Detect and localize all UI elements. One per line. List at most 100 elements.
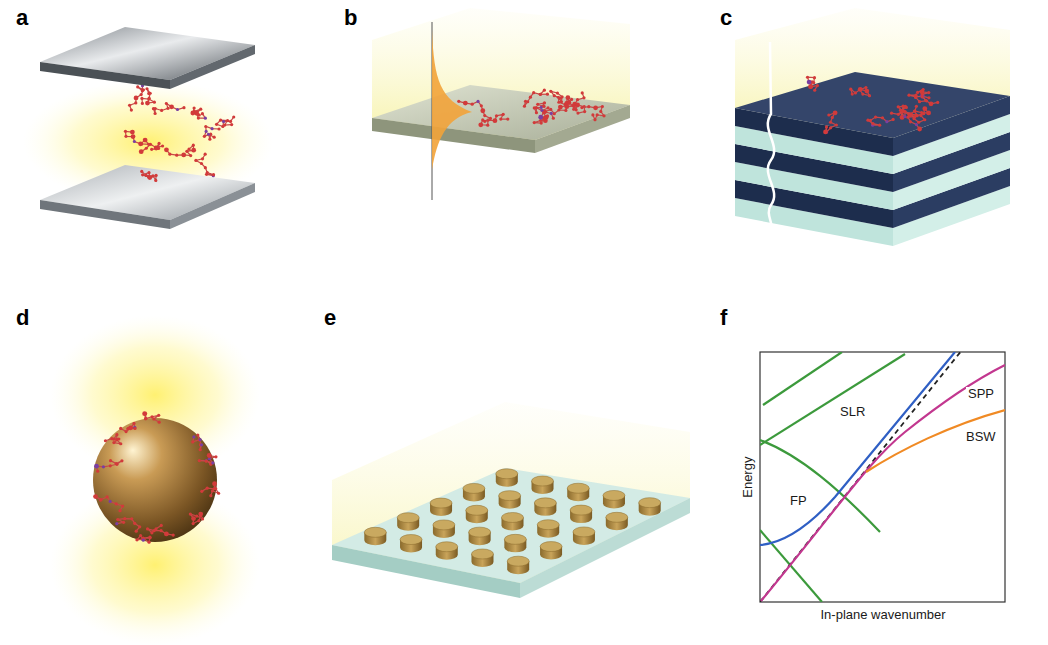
molecule-atom <box>147 171 150 174</box>
molecule-atom <box>143 138 148 143</box>
molecule-atom <box>915 105 918 108</box>
molecule-bond <box>481 114 508 125</box>
molecule-atom <box>546 106 549 109</box>
molecule-atom <box>100 498 103 501</box>
molecule-atom <box>230 123 233 126</box>
molecule-atom <box>829 126 832 129</box>
molecule-atom <box>808 84 813 89</box>
molecule-atom <box>116 518 119 521</box>
molecule-bond <box>808 77 818 90</box>
disk-top <box>499 491 521 501</box>
molecule-bond <box>545 105 567 118</box>
axis-label: Energy <box>741 449 755 505</box>
molecule-atom <box>565 95 570 100</box>
molecule-atom <box>117 437 120 440</box>
molecule-atom <box>226 119 229 122</box>
molecule-atom <box>194 159 197 162</box>
molecule-atom <box>158 421 161 424</box>
molecule-bond <box>142 171 156 180</box>
molecule-atom <box>200 162 203 165</box>
molecule-atom <box>94 464 99 469</box>
panel-letter: c <box>720 6 732 30</box>
molecule-atom <box>565 101 568 104</box>
molecule-atom <box>122 521 125 524</box>
molecule-atom <box>207 453 212 458</box>
molecule-atom <box>166 107 169 110</box>
molecule-atom <box>858 88 861 91</box>
molecule-atom <box>172 533 175 536</box>
molecule-atom <box>533 121 536 124</box>
molecule-bond <box>166 145 193 155</box>
molecule-atom <box>897 105 900 108</box>
molecule-bond <box>204 126 219 139</box>
molecule-atom <box>118 509 121 512</box>
molecule-atom <box>542 105 545 108</box>
molecule-atom <box>135 530 138 533</box>
molecule-atom <box>203 135 206 138</box>
molecule-bond <box>153 103 184 113</box>
molecule-atom <box>192 144 195 147</box>
molecule-atom <box>557 101 560 104</box>
molecule-atom <box>591 113 594 116</box>
molecule-atom <box>168 153 171 156</box>
panel-letter: f <box>720 306 727 330</box>
molecule-atom <box>833 110 838 115</box>
disk-top <box>463 483 485 493</box>
molecule-atom <box>104 439 107 442</box>
molecule-atom <box>922 88 925 91</box>
molecule-bond <box>130 86 144 110</box>
molecule-atom <box>910 112 913 115</box>
molecule-atom <box>553 112 556 115</box>
molecule-atom <box>813 89 816 92</box>
molecule-atom <box>599 110 602 113</box>
molecule-atom <box>199 438 202 441</box>
molecule-atom <box>121 504 124 507</box>
molecule-atom <box>543 89 546 92</box>
molecule-atom <box>199 108 202 111</box>
molecule-atom <box>109 500 112 503</box>
molecule-atom <box>483 114 486 117</box>
molecule-atom <box>147 541 150 544</box>
molecule-atom <box>133 522 136 525</box>
molecule-atom <box>539 93 542 96</box>
molecule-atom <box>878 124 881 127</box>
molecule-atom <box>552 117 555 120</box>
molecule-atom <box>217 127 220 130</box>
disk-top <box>567 483 589 493</box>
molecule-atom <box>195 514 198 517</box>
molecule-atom <box>138 141 143 146</box>
molecule-atom <box>119 427 122 430</box>
molecule-atom <box>204 166 207 169</box>
molecule-atom <box>576 98 579 101</box>
molecule-bond <box>145 414 160 423</box>
molecule-atom <box>109 464 112 467</box>
molecule-atom <box>523 105 526 108</box>
molecule-atom <box>147 92 150 95</box>
molecule-atom <box>175 154 178 157</box>
molecule-atom <box>553 94 556 97</box>
molecule-atom <box>864 86 867 89</box>
panel-e-array <box>332 402 690 598</box>
molecule-atom <box>145 87 148 90</box>
molecule-atom <box>144 174 147 177</box>
molecule-atom <box>187 148 190 151</box>
molecule-atom <box>205 460 208 463</box>
molecule-atom <box>217 492 220 495</box>
molecule-atom <box>897 113 900 116</box>
molecule-atom <box>105 495 108 498</box>
molecule-atom <box>907 94 910 97</box>
panel-b-film <box>372 8 630 200</box>
molecule-atom <box>157 142 160 145</box>
molecule-atom <box>913 110 916 113</box>
molecule-atom <box>207 133 210 136</box>
molecule-bond <box>193 108 206 118</box>
molecule-atom <box>506 117 509 120</box>
molecule-atom <box>486 124 489 127</box>
disk-top <box>502 513 524 523</box>
molecule-atom <box>926 111 931 116</box>
molecule-atom <box>148 97 151 100</box>
molecule-atom <box>829 121 832 124</box>
molecule-atom <box>213 136 216 139</box>
molecule-atom <box>147 143 150 146</box>
molecule-atom <box>540 106 543 109</box>
